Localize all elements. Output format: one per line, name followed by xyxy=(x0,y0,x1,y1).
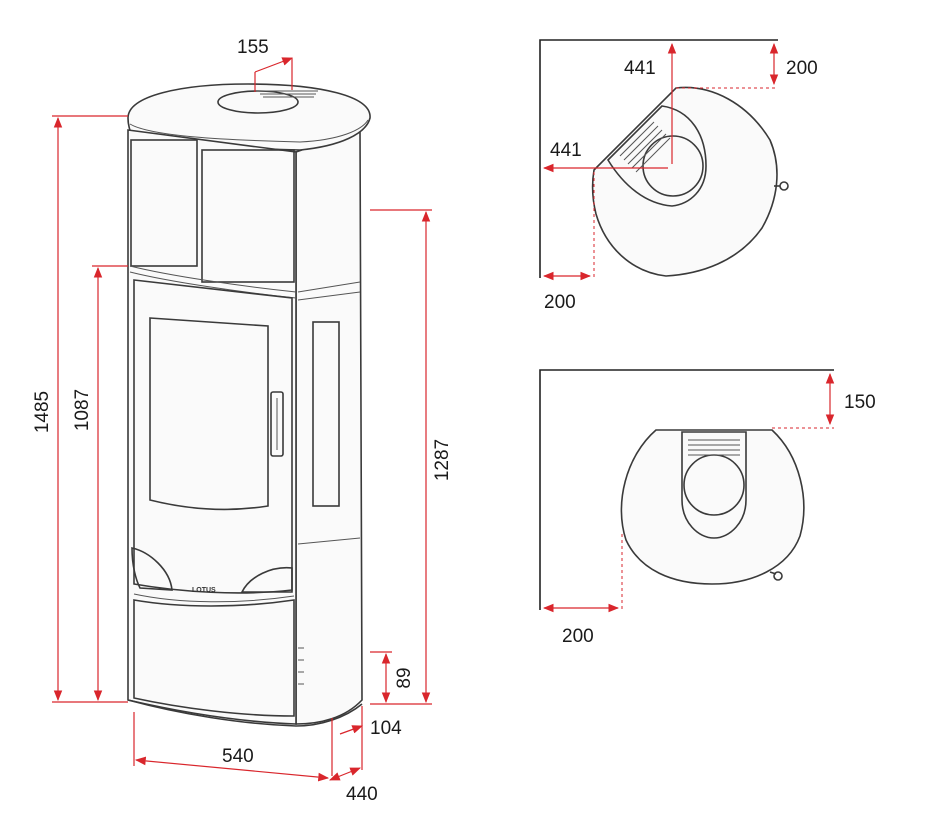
upper-tile-left xyxy=(130,139,198,267)
dim-200-wall-side: 200 xyxy=(562,626,594,647)
back-wall xyxy=(539,369,834,610)
wall-grille xyxy=(688,439,740,456)
dim-155: 155 xyxy=(237,37,269,58)
air-control-right xyxy=(240,567,293,593)
dim-200-back: 200 xyxy=(786,58,818,79)
dim-200-side: 200 xyxy=(544,292,576,313)
corner-stove-outline xyxy=(591,86,778,277)
corner-grille xyxy=(619,121,671,173)
dim-440: 440 xyxy=(346,784,378,805)
dim-1485: 1485 xyxy=(32,391,53,433)
corner-walls xyxy=(539,39,778,278)
side-glass xyxy=(312,321,340,507)
ash-drawer xyxy=(133,599,295,717)
wall-stove-outline xyxy=(620,429,805,585)
door-glass xyxy=(149,317,269,511)
wall-installation-plan: 150 200 xyxy=(539,369,876,647)
corner-installation-plan: 441 441 200 200 xyxy=(539,39,818,313)
dim-441-horizontal: 441 xyxy=(550,140,582,161)
side-vents xyxy=(298,647,304,685)
dim-540: 540 xyxy=(222,746,254,767)
dim-1287: 1287 xyxy=(432,439,453,481)
top-grille xyxy=(256,90,318,98)
stove-front-view: LOTUS xyxy=(127,83,371,727)
front-dimensions: 155 1485 1087 1287 89 104 540 440 xyxy=(32,37,453,805)
door-handle xyxy=(270,391,284,457)
dim-104: 104 xyxy=(370,718,402,739)
wall-knob xyxy=(773,571,783,581)
brand-logo-text: LOTUS xyxy=(192,587,216,594)
stove-base xyxy=(127,699,363,727)
upper-tile-right xyxy=(201,149,295,283)
air-control-left xyxy=(131,547,173,591)
dim-1087: 1087 xyxy=(72,389,93,431)
stove-side-panel xyxy=(295,128,363,725)
corner-flue-outlet xyxy=(642,135,704,197)
dim-150-back: 150 xyxy=(844,392,876,413)
dim-441-vertical: 441 xyxy=(624,58,656,79)
dim-89: 89 xyxy=(394,667,415,688)
corner-knob xyxy=(779,181,789,191)
